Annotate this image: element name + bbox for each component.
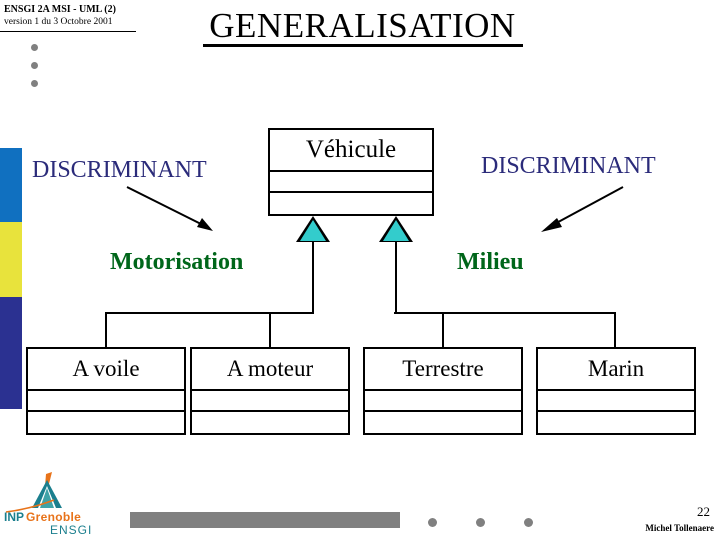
uml-attributes-compartment [538, 391, 694, 412]
sidebar-bar-navy [0, 297, 22, 409]
page-number: 22 [697, 504, 710, 519]
uml-attributes-compartment [28, 391, 184, 412]
author-name: Michel Tollenaere [645, 523, 714, 533]
uml-class-box-vehicule[interactable]: Véhicule [268, 128, 434, 216]
uml-class-name-a-voile: A voile [28, 349, 184, 391]
connector-milieu-stem [395, 242, 397, 313]
connector-marin [614, 312, 616, 348]
connector-motorisation-stem [312, 242, 314, 313]
uml-operations-compartment [270, 193, 432, 214]
uml-class-box-a-voile[interactable]: A voile [26, 347, 186, 435]
uml-operations-compartment [365, 412, 521, 433]
uml-class-name-a-moteur: A moteur [192, 349, 348, 391]
uml-class-name-marin: Marin [538, 349, 694, 391]
decorative-bullet-1 [31, 44, 38, 51]
logo-mountain-icon [5, 472, 62, 513]
discriminant-label-right: DISCRIMINANT [481, 153, 656, 179]
uml-attributes-compartment [365, 391, 521, 412]
decorative-bullet-2 [31, 62, 38, 69]
sidebar-bar-yellow [0, 222, 22, 297]
connector-amoteur [269, 312, 271, 348]
footer-dot-3 [524, 518, 533, 527]
uml-class-name-vehicule: Véhicule [270, 130, 432, 172]
decorative-bullet-3 [31, 80, 38, 87]
logo-text-ensgi: ENSGI [50, 523, 93, 537]
connector-motorisation-bar [105, 312, 314, 314]
connector-terrestre [442, 312, 444, 348]
uml-class-box-a-moteur[interactable]: A moteur [190, 347, 350, 435]
discriminant-arrow-left [126, 186, 213, 231]
uml-operations-compartment [28, 412, 184, 433]
discriminant-arrow-right [541, 186, 624, 232]
course-header: ENSGI 2A MSI - UML (2) [4, 4, 116, 15]
footer-dot-2 [476, 518, 485, 527]
uml-class-box-terrestre[interactable]: Terrestre [363, 347, 523, 435]
sidebar-bar-blue [0, 148, 22, 222]
uml-operations-compartment [192, 412, 348, 433]
uml-class-box-marin[interactable]: Marin [536, 347, 696, 435]
footer-dot-1 [428, 518, 437, 527]
page-title: GENERALISATION [209, 6, 516, 45]
uml-attributes-compartment [192, 391, 348, 412]
header-divider [0, 31, 136, 32]
uml-attributes-compartment [270, 172, 432, 193]
logo-text-inp: INP [4, 510, 25, 524]
generalization-set-label-milieu: Milieu [457, 249, 524, 275]
uml-operations-compartment [538, 412, 694, 433]
discriminant-label-left: DISCRIMINANT [32, 157, 207, 183]
version-header: version 1 du 3 Octobre 2001 [4, 17, 113, 27]
uml-class-name-terrestre: Terrestre [365, 349, 521, 391]
connector-milieu-bar [394, 312, 616, 314]
connector-avoile [105, 312, 107, 348]
logo-text-grenoble: Grenoble [26, 510, 82, 524]
footer-progress-bar [130, 512, 400, 528]
page-title-underline [203, 44, 523, 47]
generalization-set-label-motorisation: Motorisation [110, 249, 244, 275]
institution-logo: INP Grenoble ENSGI [4, 470, 114, 537]
